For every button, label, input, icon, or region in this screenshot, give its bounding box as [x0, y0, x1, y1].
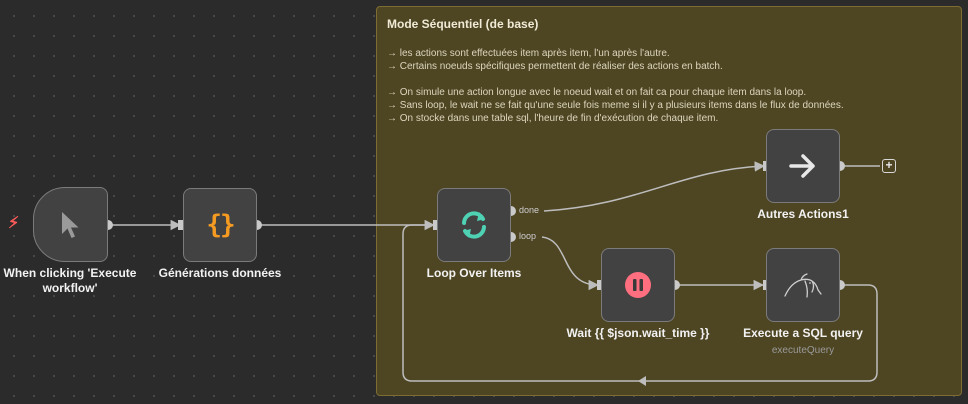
- node-manual-trigger[interactable]: [33, 187, 108, 262]
- node-label-generate: Générations données: [158, 266, 282, 280]
- node-wait[interactable]: [601, 248, 675, 322]
- node-label-trigger: When clicking 'Execute workflow': [0, 266, 150, 296]
- loop-arrows-icon: [462, 211, 486, 239]
- pause-icon: [625, 272, 651, 298]
- node-label-line: workflow': [42, 281, 98, 295]
- add-node-button[interactable]: +: [882, 159, 896, 173]
- sticky-gap: [387, 73, 951, 86]
- sticky-line: → Certains noeuds spécifiques permettent…: [387, 61, 723, 72]
- sticky-line: → On stocke dans une table sql, l'heure …: [387, 113, 719, 124]
- node-execute-sql[interactable]: [766, 248, 840, 322]
- arrow-right-icon: [789, 154, 815, 178]
- cursor-pointer-icon: [61, 211, 78, 238]
- mysql-dolphin-icon: [784, 273, 822, 298]
- trigger-bolt-icon: ⚡︎: [8, 215, 20, 232]
- node-sublabel-sql: executeQuery: [771, 345, 835, 356]
- sticky-title: Mode Séquentiel (de base): [387, 17, 539, 31]
- node-label-wait: Wait {{ $json.wait_time }}: [566, 326, 710, 340]
- node-autres-actions[interactable]: [766, 129, 840, 203]
- node-label-autres: Autres Actions1: [757, 207, 849, 221]
- sticky-line: → les actions sont effectuées item après…: [387, 48, 670, 59]
- curly-braces-icon: {}: [206, 210, 235, 240]
- port-label-loop: loop: [519, 231, 537, 241]
- node-label-loop: Loop Over Items: [426, 266, 522, 280]
- node-loop-over-items[interactable]: [437, 188, 511, 262]
- node-generate-data[interactable]: {}: [183, 188, 257, 262]
- sticky-line: → Sans loop, le wait ne se fait qu'une s…: [387, 100, 844, 111]
- sticky-line: → On simule une action longue avec le no…: [387, 87, 807, 98]
- node-label-line: When clicking 'Execute: [3, 266, 137, 280]
- port-label-done: done: [519, 205, 540, 215]
- node-label-sql: Execute a SQL query: [743, 326, 863, 340]
